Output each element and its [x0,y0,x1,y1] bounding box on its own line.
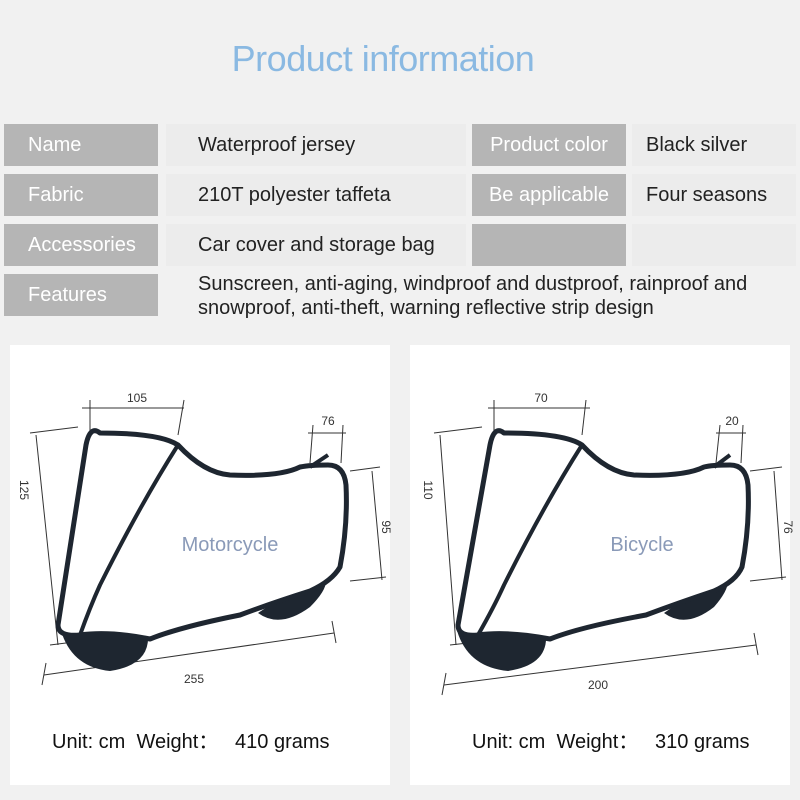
unit-label: Unit: cm [472,731,546,753]
page-title: Product information [231,38,535,79]
value-name: Waterproof jersey [166,124,466,166]
bicycle-rear-wheel [456,627,547,671]
dim-line-bottom [43,632,335,676]
weight-value: 310 grams [655,731,750,753]
weight-label: Weight： [136,731,219,753]
dim-label-right: 95 [379,520,393,534]
dim-line-right [371,470,383,581]
bicycle-panel: 70 20 110 76 200 Bicycle [410,345,795,785]
dim-label-left: 125 [17,480,31,500]
label-be-applicable: Be applicable [472,174,626,216]
motorcycle-rear-wheel [60,627,149,671]
motorcycle-cover-seam [78,443,180,636]
value-be-applicable: Four seasons [632,174,796,216]
dim-line-bottom [443,644,757,686]
label-product-color: Product color [472,124,626,166]
bicycle-cover-seam [476,443,584,636]
empty-label-cell [472,224,626,266]
motorcycle-panel: 105 76 125 95 255 Motorcycle [10,345,393,785]
dim-label-bottom: 255 [184,672,204,686]
weight-value: 410 grams [235,731,330,753]
value-features: Sunscreen, anti-aging, windproof and dus… [198,273,748,319]
value-fabric: 210T polyester taffeta [166,174,466,216]
dim-label-top: 70 [534,391,548,405]
bicycle-cover-diagram: 70 20 110 76 200 Bicycle [421,391,795,696]
label-name: Name [4,124,158,166]
label-accessories: Accessories [4,224,158,266]
motorcycle-label: Motorcycle [182,534,279,556]
unit-label: Unit: cm [52,731,126,753]
dim-label-top: 105 [127,391,147,405]
empty-value-cell [632,224,796,266]
dim-line-left [439,434,457,646]
dim-line-right [773,470,783,581]
motorcycle-cover-diagram: 105 76 125 95 255 Motorcycle [17,391,393,686]
label-features: Features [4,274,158,316]
value-accessories: Car cover and storage bag [166,224,466,266]
value-product-color: Black silver [632,124,796,166]
label-fabric: Fabric [4,174,158,216]
dim-label-bottom: 200 [588,678,608,692]
dim-label-left: 110 [421,480,435,499]
motorcycle-unit-weight: Unit: cm Weight： 410 grams [52,725,330,754]
bicycle-label: Bicycle [610,534,673,556]
bicycle-unit-weight: Unit: cm Weight： 310 grams [472,725,750,754]
weight-label: Weight： [556,731,639,753]
dim-label-right: 76 [781,520,795,534]
dim-line-left [35,434,59,646]
dim-label-right-top: 20 [725,414,739,428]
dim-label-right-top: 76 [321,414,335,428]
